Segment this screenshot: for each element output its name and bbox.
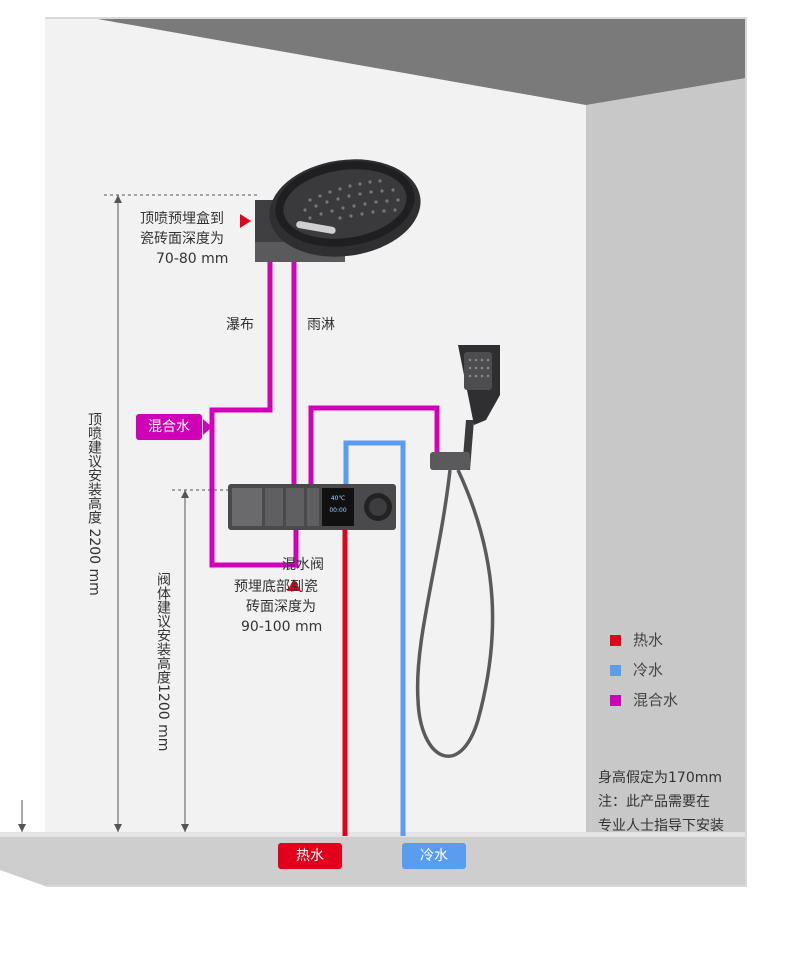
legend-mix-label: 混合水 xyxy=(633,691,679,709)
legend-mix: 混合水 xyxy=(610,690,678,710)
triangle-pointer-icon xyxy=(287,579,301,591)
legend-hot: 热水 xyxy=(610,630,663,650)
valve-depth-line-1: 混水阀 xyxy=(282,557,324,573)
hand-shower-icon xyxy=(415,345,500,758)
hand-shower-pipe xyxy=(308,405,440,485)
floor-left-edge xyxy=(0,832,746,837)
head-height-label: 顶喷建议安装高度 2200 mm xyxy=(86,412,102,596)
legend-mix-swatch xyxy=(610,695,621,706)
waterfall-pipe xyxy=(209,255,299,568)
triangle-pointer-icon xyxy=(240,214,251,228)
head-depth-line-2: 瓷砖面深度为 xyxy=(140,231,224,247)
rain-shower-head-icon xyxy=(255,159,421,262)
note-line-2: 注：此产品需要在 xyxy=(598,794,710,810)
legend-cold-swatch xyxy=(610,665,621,676)
cold-water-tag: 冷水 xyxy=(402,843,466,869)
side-wall xyxy=(586,78,746,836)
display-temp: 40℃ xyxy=(331,495,346,502)
ground-marker xyxy=(18,800,26,832)
floor xyxy=(0,836,746,886)
mix-water-pipes xyxy=(209,255,440,568)
room-frame xyxy=(45,17,747,887)
hot-water-tag: 热水 xyxy=(278,843,342,869)
head-height-dimension xyxy=(104,194,260,832)
valve-height-dimension xyxy=(172,489,228,832)
back-wall xyxy=(45,18,590,836)
note-line-1: 身高假定为170mm xyxy=(598,770,722,786)
head-depth-line-3: 70-80 mm xyxy=(156,251,229,267)
legend-hot-swatch xyxy=(610,635,621,646)
valve-height-label: 阀体建议安装高度1200 mm xyxy=(155,572,171,752)
head-depth-line-1: 顶喷预埋盒到 xyxy=(140,211,224,227)
note-line-3: 专业人士指导下安装 xyxy=(598,818,724,834)
cold-water-pipe xyxy=(343,440,406,836)
rain-label: 雨淋 xyxy=(307,317,335,333)
legend-hot-label: 热水 xyxy=(633,631,664,649)
mix-tag-arrow xyxy=(203,419,212,435)
valve-depth-line-2: 预埋底部到瓷 xyxy=(234,579,318,595)
display-time: 00:00 xyxy=(329,507,346,514)
ceiling xyxy=(92,18,746,105)
legend-cold-label: 冷水 xyxy=(633,661,664,679)
valve-depth-line-4: 90-100 mm xyxy=(241,619,323,635)
mix-water-tag: 混合水 xyxy=(136,414,202,440)
legend-cold: 冷水 xyxy=(610,660,663,680)
thermostatic-valve-icon xyxy=(228,484,396,530)
valve-depth-line-3: 砖面深度为 xyxy=(246,599,316,615)
waterfall-label: 瀑布 xyxy=(226,317,254,333)
